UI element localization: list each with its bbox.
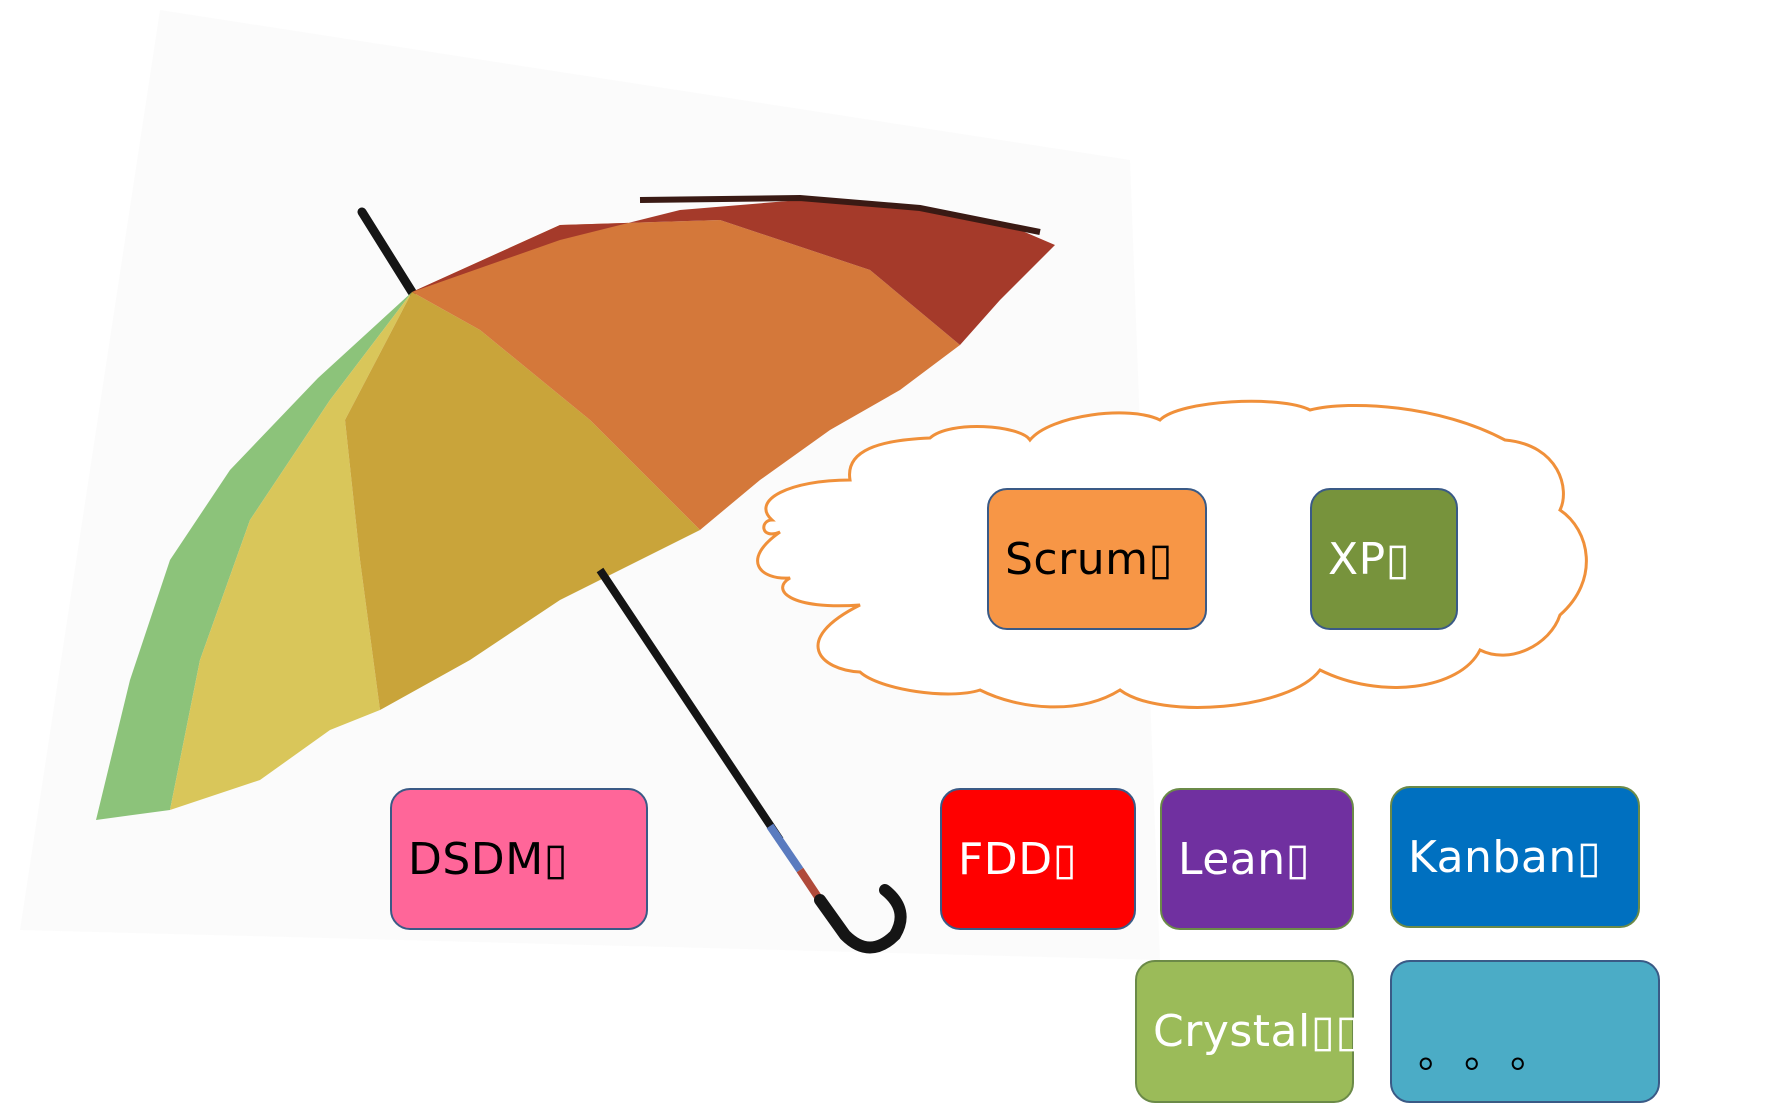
xp-label: XP▯ [1328,533,1411,585]
crystal-box: Crystal▯▯ [1135,960,1360,1103]
scrum-box: Scrum▯ [987,488,1207,630]
xp-box: XP▯ [1310,488,1458,630]
kanban-box: Kanban▯ [1390,786,1640,928]
fdd-box: FDD▯ [940,788,1136,930]
more-box: 。。。 [1390,960,1660,1103]
lean-box: Lean▯ [1160,788,1354,930]
kanban-label: Kanban▯ [1408,831,1602,883]
dsdm-box: DSDM▯ [390,788,648,930]
crystal-label: Crystal▯▯ [1153,1006,1361,1057]
scrum-label: Scrum▯ [1005,533,1174,585]
dsdm-label: DSDM▯ [408,833,569,885]
fdd-label: FDD▯ [958,833,1078,885]
more-label: 。。。 [1418,1030,1576,1077]
lean-label: Lean▯ [1178,833,1311,885]
